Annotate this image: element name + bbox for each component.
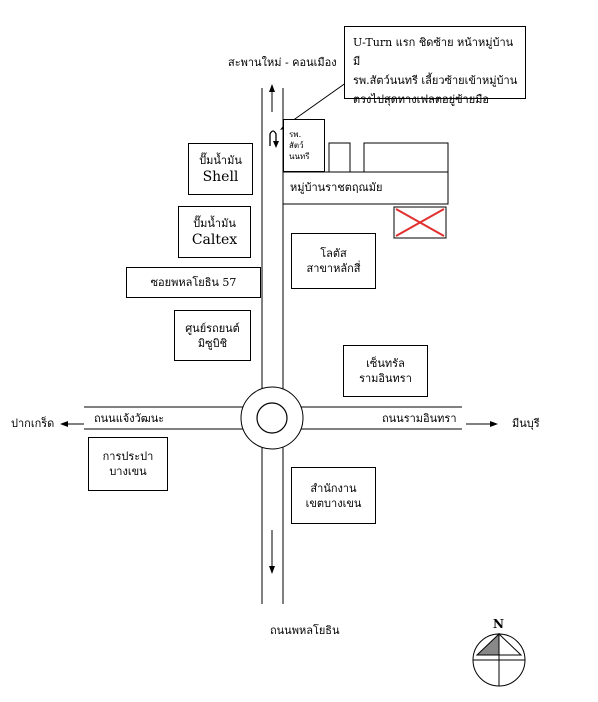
- road-label-west: ถนนแจ้งวัฒนะ: [94, 412, 165, 425]
- west-arrow-head: [60, 421, 68, 427]
- direction-note: U-Turn แรก ชิดซ้าย หน้าหมู่บ้านมี รพ.สัต…: [344, 26, 526, 106]
- soi-phahonyothin-57: ซอยพหลโยธิน 57: [126, 267, 261, 298]
- water-line-1: การประปา: [102, 450, 154, 463]
- vet-line-1: รพ.: [289, 130, 302, 139]
- vet-line-2: สัตว์: [289, 141, 304, 150]
- water-line-2: บางเขน: [109, 465, 147, 478]
- roundabout-inner: [256, 402, 288, 434]
- south-arrow-head: [269, 566, 275, 574]
- compass-needle-light: [498, 632, 523, 656]
- landmark-district-office: สำนักงาน เขตบางเขน: [291, 467, 376, 524]
- central-line-2: รามอินทรา: [359, 372, 412, 385]
- east-arrow-head: [490, 421, 498, 427]
- landmark-waterworks: การประปา บางเขน: [88, 437, 168, 491]
- lotus-line-2: สาขาหลักสี่: [306, 262, 361, 275]
- caltex-line-1: ปั๊มน้ำมัน: [193, 216, 236, 230]
- building-wide: [363, 142, 449, 173]
- note-line-2: รพ.สัตว์นนทรี เลี้ยวซ้ายเข้าหมู่บ้าน: [353, 74, 518, 87]
- north-arrow-head: [269, 84, 275, 92]
- central-line-1: เซ็นทรัล: [366, 357, 405, 370]
- landmark-central: เซ็นทรัล รามอินทรา: [343, 345, 428, 397]
- village-road-label: หมู่บ้านราชตฤณมัย: [290, 181, 383, 194]
- village-road: [282, 171, 449, 205]
- road-label-north: สะพานใหม่ - คอนเมือง: [228, 56, 337, 69]
- landmark-shell: ปั๊มน้ำมัน Shell: [188, 143, 253, 195]
- vet-line-3: นนทรี: [289, 152, 310, 161]
- caltex-line-2: Caltex: [191, 231, 238, 248]
- note-pointer-line: [284, 79, 351, 127]
- building-small: [328, 142, 351, 173]
- u-turn-icon: [269, 130, 277, 146]
- district-line-2: เขตบางเขน: [305, 496, 362, 510]
- landmark-vet-hospital: รพ. สัตว์ นนทรี: [283, 119, 325, 172]
- district-line-1: สำนักงาน: [310, 481, 357, 495]
- mitsu-line-1: ศูนย์รถยนต์: [185, 321, 240, 335]
- u-turn-arrow-head: [273, 141, 279, 148]
- note-line-1: U-Turn แรก ชิดซ้าย หน้าหมู่บ้านมี: [353, 36, 514, 68]
- compass-north-label: N: [493, 617, 504, 631]
- destination-west: ปากเกร็ด: [11, 417, 55, 430]
- soi-label: ซอยพหลโยธิน 57: [150, 276, 237, 289]
- landmark-caltex: ปั๊มน้ำมัน Caltex: [178, 206, 251, 258]
- note-line-3: ตรงไปสุดทางเฟลตอยู่ซ้ายมือ: [353, 93, 490, 106]
- lotus-line-1: โลตัส: [320, 247, 347, 260]
- road-label-east: ถนนรามอินทรา: [382, 412, 457, 425]
- mitsu-line-2: มิซูบิชิ: [197, 336, 228, 350]
- destination-east: มีนบุรี: [512, 417, 540, 430]
- shell-line-2: Shell: [202, 168, 239, 185]
- destination-cross-b: [395, 208, 445, 237]
- landmark-mitsubishi: ศูนย์รถยนต์ มิซูบิชิ: [174, 310, 251, 361]
- shell-line-1: ปั๊มน้ำมัน: [199, 153, 242, 167]
- road-label-south: ถนนพหลโยธิน: [270, 624, 340, 637]
- landmark-lotus: โลตัส สาขาหลักสี่: [291, 233, 376, 289]
